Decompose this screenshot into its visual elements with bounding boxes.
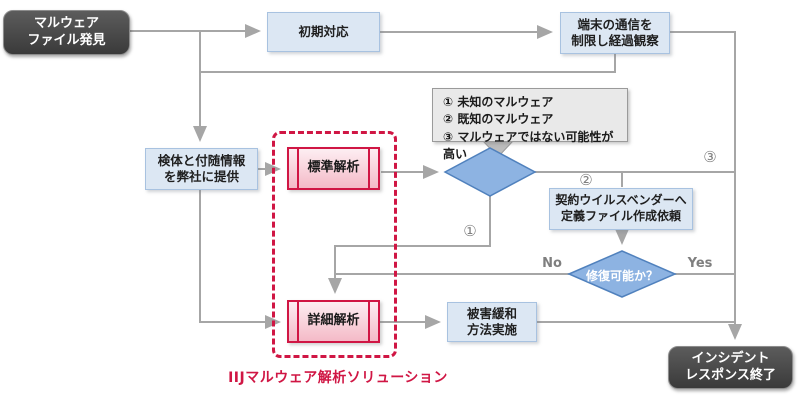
result-decision-diamond bbox=[443, 147, 537, 197]
provide-sample-line1: 検体と付随情報 bbox=[157, 152, 246, 168]
repair-decision-diamond bbox=[567, 250, 677, 298]
callout-line3: ③ マルウェアではない可能性が高い bbox=[443, 129, 614, 162]
observe-node: 端末の通信を 制限し経過観察 bbox=[560, 12, 670, 54]
initial-response-label: 初期対応 bbox=[298, 23, 349, 39]
provide-sample-node: 検体と付随情報 を弊社に提供 bbox=[145, 148, 258, 190]
callout-line1: ① 未知のマルウェア bbox=[443, 95, 554, 109]
vendor-request-line2: 定義ファイル作成依頼 bbox=[560, 209, 681, 223]
start-node-line1: マルウェア bbox=[33, 15, 99, 31]
detailed-analysis-label: 詳細解析 bbox=[307, 313, 360, 329]
vendor-request-line1: 契約ウイルスベンダーへ bbox=[555, 193, 687, 208]
start-node: マルウェア ファイル発見 bbox=[3, 10, 130, 55]
mitigation-node: 被害緩和 方法実施 bbox=[447, 302, 537, 342]
observe-line2: 制限し経過観察 bbox=[571, 33, 659, 48]
solution-label: IIJマルウェア解析ソリューション bbox=[228, 370, 448, 386]
branch-label-3: ③ bbox=[703, 148, 717, 166]
repair-decision-label: 修復可能か？ bbox=[585, 269, 658, 283]
edge-sample-to-detailed bbox=[199, 190, 281, 329]
provide-sample-line2: を弊社に提供 bbox=[163, 169, 239, 184]
start-node-line2: ファイル発見 bbox=[27, 32, 106, 48]
end-node: インシデント レスポンス終了 bbox=[668, 346, 793, 389]
mitigation-line1: 被害緩和 bbox=[466, 305, 517, 321]
edge-observe-loop-back bbox=[201, 53, 616, 73]
branch-label-no: No bbox=[542, 256, 562, 271]
callout-line2: ② 既知のマルウェア bbox=[443, 112, 554, 127]
mitigation-line2: 方法実施 bbox=[466, 322, 517, 337]
branch-label-yes: Yes bbox=[687, 256, 713, 271]
edge-observe-to-end-rail bbox=[670, 31, 742, 340]
edge-branch1-to-detailed bbox=[328, 196, 491, 294]
end-node-line1: インシデント bbox=[691, 350, 770, 366]
solution-frame bbox=[272, 131, 397, 358]
observe-line1: 端末の通信を bbox=[577, 16, 653, 32]
standard-analysis-node: 標準解析 bbox=[287, 147, 380, 190]
branch-label-2: ② bbox=[579, 171, 593, 189]
end-node-line2: レスポンス終了 bbox=[685, 367, 776, 383]
detailed-analysis-node: 詳細解析 bbox=[287, 300, 380, 343]
result-callout: ① 未知のマルウェア ② 既知のマルウェア ③ マルウェアではない可能性が高い bbox=[432, 88, 628, 161]
branch-label-1: ① bbox=[463, 222, 477, 240]
initial-response-node: 初期対応 bbox=[267, 12, 380, 52]
vendor-request-node: 契約ウイルスベンダーへ 定義ファイル作成依頼 bbox=[549, 188, 693, 230]
standard-analysis-label: 標準解析 bbox=[307, 160, 360, 176]
